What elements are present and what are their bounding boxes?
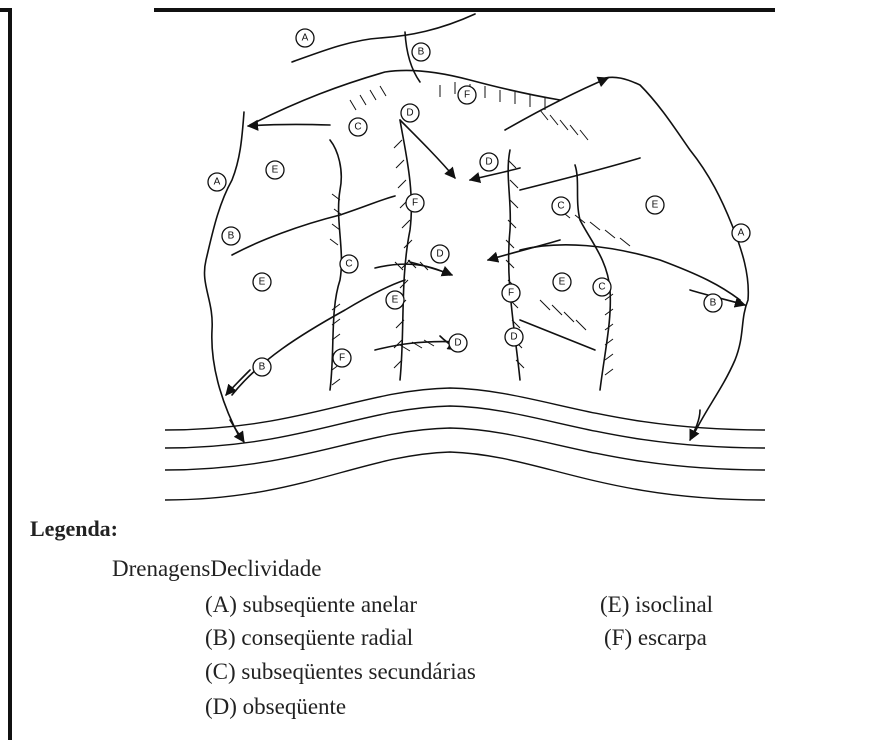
marker-f-north: F xyxy=(458,86,476,104)
legend-item-e: (E) isoclinal xyxy=(600,592,713,618)
svg-text:F: F xyxy=(508,288,514,299)
marker-c-north: C xyxy=(349,118,367,136)
marker-a-north: A xyxy=(296,29,314,47)
marker-b-west: B xyxy=(222,227,240,245)
marker-d-north: D xyxy=(401,104,419,122)
svg-text:F: F xyxy=(464,90,470,101)
svg-text:C: C xyxy=(354,122,361,133)
legend-title: Legenda: xyxy=(30,516,118,542)
svg-text:E: E xyxy=(652,200,659,211)
marker-c-se: C xyxy=(593,278,611,296)
svg-text:D: D xyxy=(436,249,443,260)
svg-text:E: E xyxy=(272,165,279,176)
legend-item-f: (F) escarpa xyxy=(604,625,707,651)
svg-text:D: D xyxy=(485,157,492,168)
marker-a-west: A xyxy=(208,173,226,191)
marker-b-north: B xyxy=(412,43,430,61)
marker-d-south: D xyxy=(449,334,467,352)
svg-text:C: C xyxy=(557,201,564,212)
svg-text:B: B xyxy=(418,47,425,58)
svg-text:C: C xyxy=(345,259,352,270)
svg-text:B: B xyxy=(710,298,717,309)
svg-text:D: D xyxy=(454,338,461,349)
marker-f-west: F xyxy=(406,194,424,212)
marker-e-west: E xyxy=(253,273,271,291)
svg-text:E: E xyxy=(259,277,266,288)
svg-text:A: A xyxy=(214,177,221,188)
marker-c-east: C xyxy=(552,197,570,215)
rock-strata xyxy=(165,388,765,500)
marker-e-nw: E xyxy=(266,161,284,179)
marker-f-east: F xyxy=(502,284,520,302)
svg-text:E: E xyxy=(559,277,566,288)
svg-text:A: A xyxy=(302,33,309,44)
marker-labels: A B F D C D E A F C E A B D C E E C F E … xyxy=(208,29,750,376)
escarpment-hatching xyxy=(330,82,630,385)
marker-b-east: B xyxy=(704,294,722,312)
marker-e-center-west: E xyxy=(386,291,404,309)
legend-item-b: (B) conseqüente radial xyxy=(205,625,413,651)
legend-header: DrenagensDeclividade xyxy=(112,556,321,582)
drainage-dome-diagram: A B F D C D E A F C E A B D C E E C F E … xyxy=(0,0,874,520)
svg-text:E: E xyxy=(392,295,399,306)
annular-drainage xyxy=(204,14,748,438)
marker-d-mid: D xyxy=(431,245,449,263)
marker-e-ne: E xyxy=(646,196,664,214)
svg-text:F: F xyxy=(339,353,345,364)
svg-text:D: D xyxy=(510,332,517,343)
marker-e-center-east: E xyxy=(553,273,571,291)
marker-c-west: C xyxy=(340,255,358,273)
legend-item-a: (A) subseqüente anelar xyxy=(205,592,417,618)
drainage-arrows xyxy=(226,78,745,442)
svg-text:B: B xyxy=(228,231,235,242)
svg-text:B: B xyxy=(259,362,266,373)
legend-item-c: (C) subseqüentes secundárias xyxy=(205,659,476,685)
svg-text:C: C xyxy=(598,282,605,293)
marker-d-se: D xyxy=(505,328,523,346)
legend-item-d: (D) obseqüente xyxy=(205,694,346,720)
marker-b-sw: B xyxy=(253,358,271,376)
svg-text:F: F xyxy=(412,198,418,209)
marker-d-center: D xyxy=(480,153,498,171)
marker-f-sw: F xyxy=(333,349,351,367)
dome-structure xyxy=(232,70,740,395)
marker-a-east: A xyxy=(732,224,750,242)
svg-text:A: A xyxy=(738,228,745,239)
svg-text:D: D xyxy=(406,108,413,119)
